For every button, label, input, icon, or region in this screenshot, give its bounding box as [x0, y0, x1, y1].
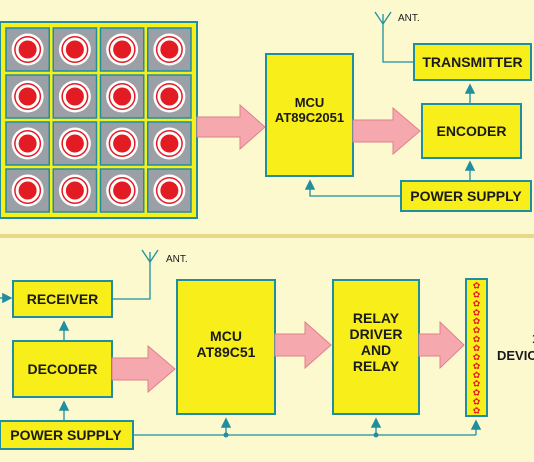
mcu-to-encoder-arrow [352, 106, 421, 156]
device-led-icon: ✿ [473, 344, 481, 354]
keypad-key [52, 74, 98, 119]
keypad-key [52, 27, 98, 72]
decoder-label: DECODER [27, 361, 97, 377]
device-led-icon: ✿ [473, 353, 481, 363]
relay-line3: AND [361, 342, 391, 358]
receiver-label: RECEIVER [27, 291, 99, 307]
keypad-key [99, 121, 145, 166]
keypad-4x4 [0, 21, 198, 219]
device-led-icon: ✿ [473, 398, 481, 408]
relay-line1: RELAY [353, 310, 400, 326]
mcu-at89c2051-block: MCU AT89C2051 [265, 53, 354, 177]
device-led-icon: ✿ [473, 299, 481, 309]
receiver-antenna-label: ANT. [166, 254, 188, 265]
devices-count-label: 15 [532, 331, 534, 346]
device-led-icon: ✿ [473, 290, 481, 300]
tx-power-supply-label: POWER SUPPLY [410, 188, 522, 204]
keypad-key [147, 121, 192, 166]
device-led-icon: ✿ [473, 371, 481, 381]
encoder-block: ENCODER [421, 103, 522, 159]
relay-line2: DRIVER [350, 326, 403, 342]
transmitter-label: TRANSMITTER [422, 54, 522, 70]
keypad-key [147, 74, 192, 119]
transmitter-block: TRANSMITTER [413, 43, 532, 81]
relay-line4: RELAY [353, 358, 400, 374]
transmitter-antenna-icon [374, 11, 414, 63]
receiver-block: RECEIVER [12, 280, 113, 318]
device-led-icon: ✿ [473, 317, 481, 327]
decoder-block: DECODER [12, 340, 113, 398]
device-led-icon: ✿ [473, 308, 481, 318]
keypad-key [147, 27, 192, 72]
relay-to-devices-arrow [418, 320, 465, 370]
junction-dot [373, 432, 379, 438]
decoder-to-mcu-arrow [111, 344, 176, 394]
device-led-icon: ✿ [473, 362, 481, 372]
keypad-key [52, 168, 98, 213]
keypad-key [147, 168, 192, 213]
mcu-at89c51-line2: AT89C51 [197, 344, 256, 360]
device-led-icon: ✿ [473, 407, 481, 417]
device-led-icon: ✿ [473, 380, 481, 390]
receiver-antenna-icon [113, 249, 159, 300]
mcu-at89c2051-line1: MCU [295, 95, 325, 110]
transmitter-antenna-label: ANT. [398, 13, 420, 24]
keypad-key [99, 27, 145, 72]
encoder-label: ENCODER [436, 123, 506, 139]
device-strip: ✿✿✿✿✿✿✿✿✿✿✿✿✿✿✿ [465, 278, 488, 417]
keypad-key [5, 27, 50, 72]
device-led-icon: ✿ [473, 326, 481, 336]
keypad-key [99, 168, 145, 213]
mcu-at89c2051-line2: AT89C2051 [275, 110, 344, 125]
keypad-key [52, 121, 98, 166]
tx-power-supply-block: POWER SUPPLY [400, 180, 532, 212]
device-led-icon: ✿ [473, 335, 481, 345]
mcu-to-relay-arrow [274, 320, 332, 370]
keypad-key [5, 74, 50, 119]
keypad-key [99, 74, 145, 119]
tx-power-to-mcu-wire [304, 179, 401, 197]
rx-power-supply-label: POWER SUPPLY [10, 427, 122, 443]
mcu-at89c51-block: MCU AT89C51 [176, 279, 276, 415]
keypad-key [5, 121, 50, 166]
device-led-icon: ✿ [473, 282, 481, 292]
keypad-to-mcu-arrow [196, 103, 266, 151]
rx-power-supply-block: POWER SUPPLY [0, 420, 134, 450]
devices-label: DEVICES [497, 348, 534, 363]
mcu-at89c51-line1: MCU [210, 328, 242, 344]
keypad-key [5, 168, 50, 213]
device-led-icon: ✿ [473, 389, 481, 399]
relay-driver-block: RELAY DRIVER AND RELAY [332, 279, 420, 415]
junction-dot [223, 432, 229, 438]
